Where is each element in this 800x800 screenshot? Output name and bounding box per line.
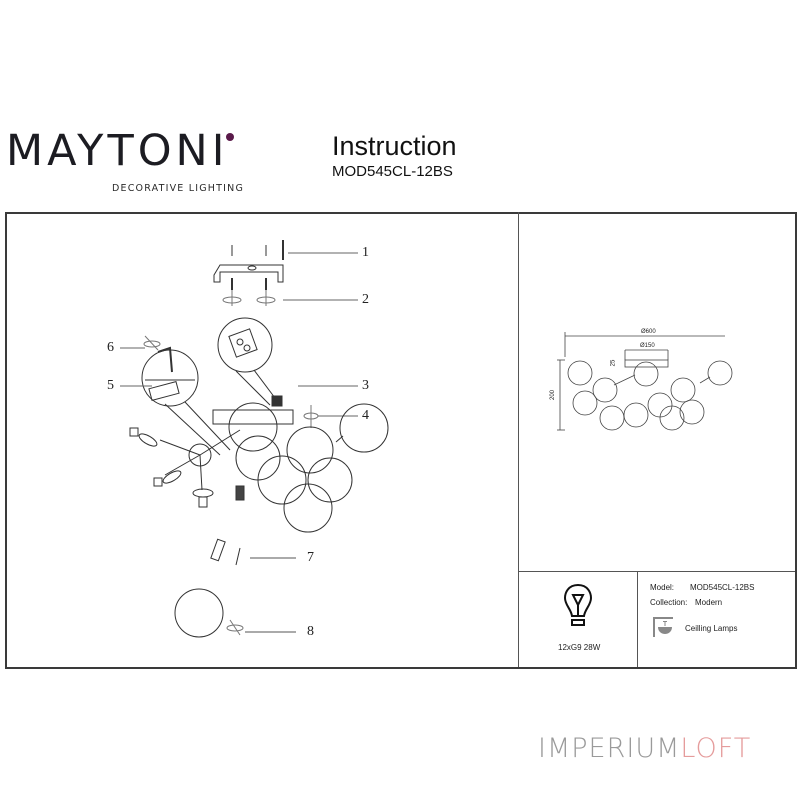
dim-overall-diameter: Ø600 — [641, 329, 656, 335]
collection-value: Modern — [695, 598, 723, 607]
canopy-icon — [212, 409, 294, 425]
callout-1: 1 — [362, 245, 369, 260]
brand-logo: MAYTONI — [6, 130, 228, 173]
canopy-outline — [624, 359, 669, 368]
rotate-arrow-icon — [303, 405, 319, 428]
info-divider — [637, 571, 638, 667]
frame-divider-vertical — [518, 212, 519, 667]
frame-divider-horizontal — [518, 571, 795, 572]
mounting-bracket-icon — [213, 264, 284, 290]
dim-overall-height: 200 — [550, 389, 557, 401]
model-value: MOD545CL-12BS — [690, 583, 755, 592]
bulb-icon — [563, 583, 593, 626]
model-code: MOD545CL-12BS — [332, 163, 453, 180]
model-label: Model: — [650, 583, 675, 592]
wire-connector-icon — [271, 395, 283, 407]
glass-shade-icon — [174, 588, 224, 638]
document-title: Instruction — [332, 131, 457, 161]
watermark-logo: IMPERIUMLOFT — [538, 733, 751, 764]
rotate-arrow-icon — [226, 619, 244, 636]
g9-bulb-icon — [210, 538, 241, 566]
mounting-screws-icon — [231, 240, 284, 260]
hex-key-icon — [157, 346, 173, 373]
dim-canopy-height: 25 — [610, 359, 617, 367]
callout-6: 6 — [107, 340, 114, 355]
ceiling-lamp-icon — [653, 617, 673, 637]
category-label: Ceilling Lamps — [685, 624, 738, 633]
watermark-part2: LOFT — [680, 733, 752, 764]
lamp-body-icon — [129, 402, 389, 533]
callout-3: 3 — [362, 378, 369, 393]
bulb-spec: 12xG9 28W — [558, 643, 601, 652]
terminal-block-icon — [228, 328, 258, 358]
callout-2: 2 — [362, 292, 369, 307]
brand-logo-dot — [226, 133, 234, 141]
instruction-frame — [5, 212, 797, 669]
dimension-drawing — [557, 332, 733, 431]
callout-4: 4 — [362, 408, 369, 423]
brand-tagline: DECORATIVE LIGHTING — [112, 183, 245, 194]
watermark-part1: IMPERIUM — [538, 733, 681, 764]
dim-canopy-diameter: Ø150 — [640, 343, 655, 349]
rotate-arrow-icon — [222, 290, 276, 306]
callout-8: 8 — [307, 624, 314, 639]
assembly-diagram — [120, 240, 389, 638]
lamp-silhouette — [567, 360, 733, 431]
brand-name: MAYTONI — [6, 126, 229, 176]
hex-tool-icon — [143, 335, 161, 351]
collection-label: Collection: — [650, 598, 688, 607]
callout-5: 5 — [107, 378, 114, 393]
callout-7: 7 — [307, 550, 314, 565]
